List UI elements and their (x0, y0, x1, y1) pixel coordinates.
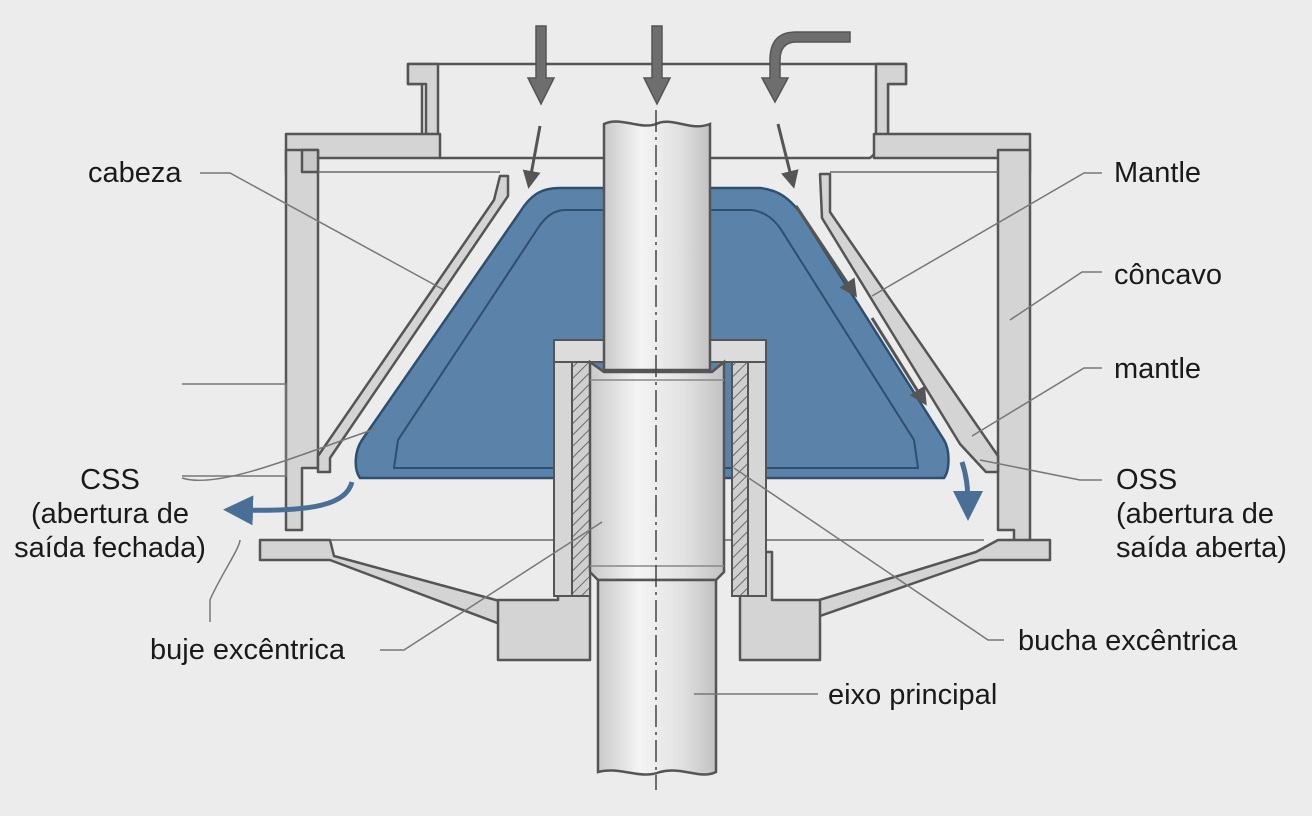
concave-right (818, 172, 1000, 474)
label-css-title: CSS (80, 464, 140, 496)
down-arrow-icon (526, 25, 851, 106)
label-css-sub2: saída fechada) (14, 532, 206, 564)
flow-arrows-gray (522, 123, 927, 406)
mantle-inner-outline (392, 209, 920, 469)
label-mantle-lower: mantle (1114, 353, 1202, 385)
leader-bucha (733, 467, 1004, 641)
label-oss-title: OSS (1116, 464, 1178, 496)
label-concavo: côncavo (1114, 259, 1223, 291)
leader-buje (380, 521, 603, 651)
label-cabeza: cabeza (88, 157, 182, 189)
leader-css-down (209, 539, 241, 622)
main-shaft (588, 120, 726, 776)
label-oss-sub2: saída aberta) (1116, 532, 1287, 564)
label-bucha: bucha excêntrica (1018, 625, 1238, 657)
label-mantle-upper: Mantle (1114, 157, 1202, 189)
leader-oss (979, 459, 1102, 481)
leader-mantle-lower (971, 367, 1102, 437)
right-wall (996, 148, 1032, 544)
leader-concavo (1009, 271, 1102, 321)
label-css-sub1: (abertura de (31, 498, 189, 530)
leader-mantle-upper (871, 172, 1102, 297)
leader-css (181, 427, 379, 482)
leader-lines (181, 172, 1102, 695)
label-css: CSS (abertura de saída fechada) (4, 463, 216, 565)
label-eixo: eixo principal (828, 679, 998, 711)
label-oss: OSS (abertura de saída aberta) (1116, 463, 1287, 565)
eccentric-bushing (553, 339, 767, 597)
label-oss-sub1: (abertura de (1116, 498, 1274, 530)
curved-arrow-icon (223, 461, 983, 526)
leader-cabeza (200, 172, 445, 291)
label-buje: buje excêntrica (150, 634, 346, 666)
